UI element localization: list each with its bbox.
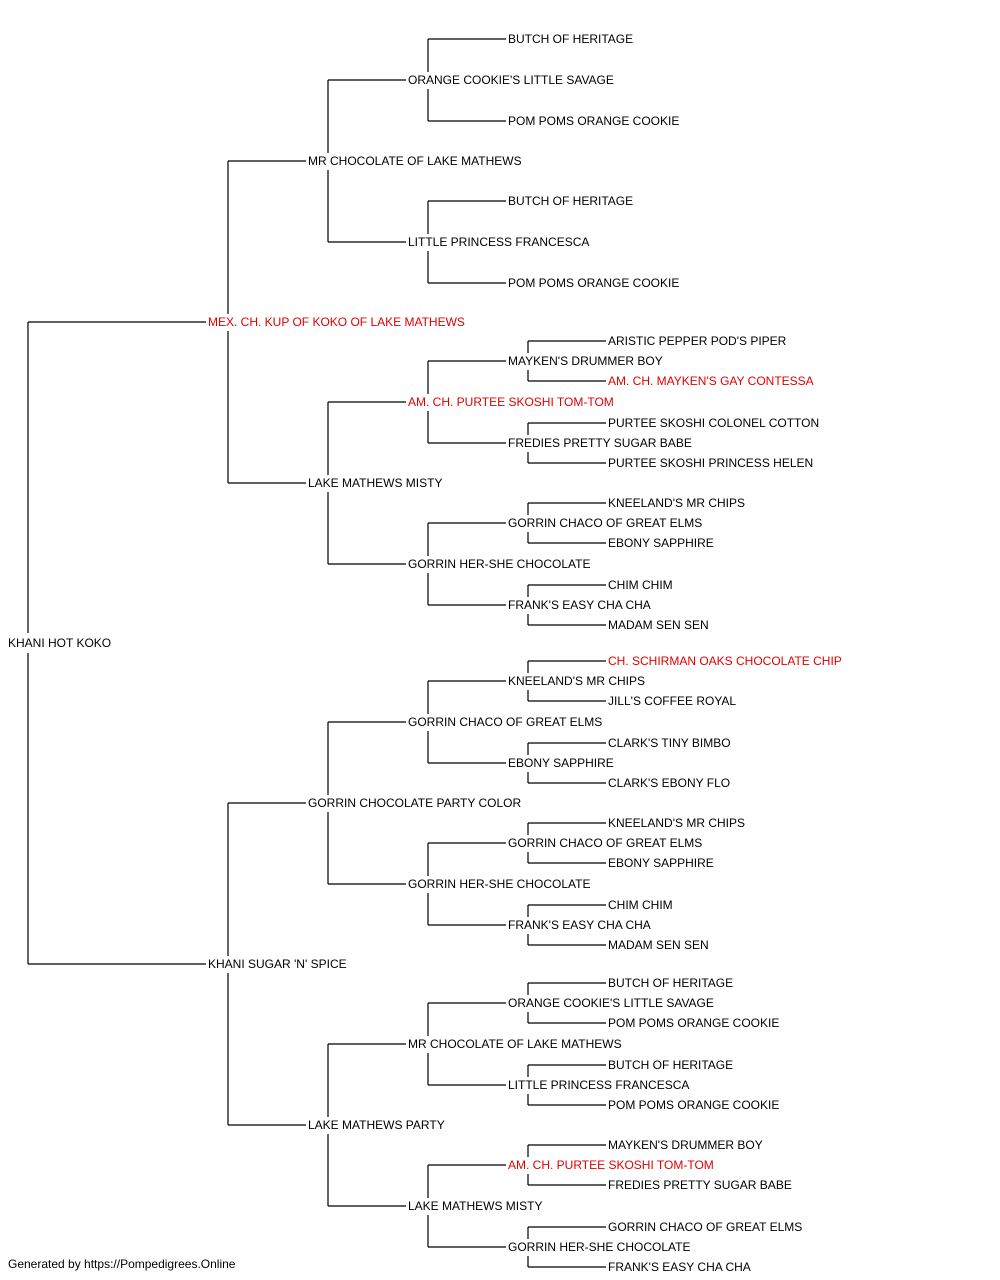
dog-name-gen-2: LAKE MATHEWS MISTY bbox=[308, 476, 442, 490]
dog-name-gen-5: POM POMS ORANGE COOKIE bbox=[608, 1016, 779, 1030]
dog-name-gen-5: GORRIN CHACO OF GREAT ELMS bbox=[608, 1220, 802, 1234]
dog-name-gen-3: ORANGE COOKIE'S LITTLE SAVAGE bbox=[408, 73, 614, 87]
dog-name-gen-3: GORRIN CHACO OF GREAT ELMS bbox=[408, 715, 602, 729]
dog-name-gen-5: FREDIES PRETTY SUGAR BABE bbox=[608, 1178, 792, 1192]
dog-name-gen-4: POM POMS ORANGE COOKIE bbox=[508, 114, 679, 128]
dog-name-gen-5: AM. CH. MAYKEN'S GAY CONTESSA bbox=[608, 374, 814, 388]
dog-name-gen-4: GORRIN CHACO OF GREAT ELMS bbox=[508, 836, 702, 850]
dog-name-gen-5: EBONY SAPPHIRE bbox=[608, 856, 714, 870]
dog-name-gen-5: CHIM CHIM bbox=[608, 578, 673, 592]
dog-name-gen-0: KHANI HOT KOKO bbox=[8, 636, 111, 650]
dog-name-gen-3: AM. CH. PURTEE SKOSHI TOM-TOM bbox=[408, 395, 614, 409]
dog-name-gen-4: EBONY SAPPHIRE bbox=[508, 756, 614, 770]
dog-name-gen-4: POM POMS ORANGE COOKIE bbox=[508, 276, 679, 290]
dog-name-gen-5: CLARK'S TINY BIMBO bbox=[608, 736, 731, 750]
dog-name-gen-5: CHIM CHIM bbox=[608, 898, 673, 912]
dog-name-gen-3: GORRIN HER-SHE CHOCOLATE bbox=[408, 877, 590, 891]
dog-name-gen-4: AM. CH. PURTEE SKOSHI TOM-TOM bbox=[508, 1158, 714, 1172]
dog-name-gen-4: LITTLE PRINCESS FRANCESCA bbox=[508, 1078, 689, 1092]
dog-name-gen-5: PURTEE SKOSHI PRINCESS HELEN bbox=[608, 456, 813, 470]
dog-name-gen-4: GORRIN CHACO OF GREAT ELMS bbox=[508, 516, 702, 530]
dog-name-gen-2: GORRIN CHOCOLATE PARTY COLOR bbox=[308, 796, 521, 810]
dog-name-gen-4: MAYKEN'S DRUMMER BOY bbox=[508, 354, 663, 368]
dog-name-gen-4: KNEELAND'S MR CHIPS bbox=[508, 674, 645, 688]
dog-name-gen-1: MEX. CH. KUP OF KOKO OF LAKE MATHEWS bbox=[208, 315, 465, 329]
footer-credit: Generated by https://Pompedigrees.Online bbox=[8, 1257, 236, 1271]
dog-name-gen-5: MADAM SEN SEN bbox=[608, 938, 709, 952]
dog-name-gen-5: BUTCH OF HERITAGE bbox=[608, 976, 733, 990]
dog-name-gen-4: GORRIN HER-SHE CHOCOLATE bbox=[508, 1240, 690, 1254]
dog-name-gen-2: MR CHOCOLATE OF LAKE MATHEWS bbox=[308, 154, 522, 168]
dog-name-gen-4: FREDIES PRETTY SUGAR BABE bbox=[508, 436, 692, 450]
dog-name-gen-5: CH. SCHIRMAN OAKS CHOCOLATE CHIP bbox=[608, 654, 842, 668]
dog-name-gen-4: FRANK'S EASY CHA CHA bbox=[508, 598, 651, 612]
dog-name-gen-5: MAYKEN'S DRUMMER BOY bbox=[608, 1138, 763, 1152]
dog-name-gen-5: EBONY SAPPHIRE bbox=[608, 536, 714, 550]
dog-name-gen-4: BUTCH OF HERITAGE bbox=[508, 32, 633, 46]
dog-name-gen-5: KNEELAND'S MR CHIPS bbox=[608, 816, 745, 830]
dog-name-gen-1: KHANI SUGAR 'N' SPICE bbox=[208, 957, 347, 971]
dog-name-gen-5: KNEELAND'S MR CHIPS bbox=[608, 496, 745, 510]
dog-name-gen-4: BUTCH OF HERITAGE bbox=[508, 194, 633, 208]
dog-name-gen-5: CLARK'S EBONY FLO bbox=[608, 776, 730, 790]
dog-name-gen-5: MADAM SEN SEN bbox=[608, 618, 709, 632]
dog-name-gen-3: LITTLE PRINCESS FRANCESCA bbox=[408, 235, 589, 249]
dog-name-gen-4: FRANK'S EASY CHA CHA bbox=[508, 918, 651, 932]
dog-name-gen-5: JILL'S COFFEE ROYAL bbox=[608, 694, 736, 708]
dog-name-gen-3: GORRIN HER-SHE CHOCOLATE bbox=[408, 557, 590, 571]
dog-name-gen-5: POM POMS ORANGE COOKIE bbox=[608, 1098, 779, 1112]
dog-name-gen-5: PURTEE SKOSHI COLONEL COTTON bbox=[608, 416, 819, 430]
dog-name-gen-5: ARISTIC PEPPER POD'S PIPER bbox=[608, 334, 787, 348]
dog-name-gen-3: LAKE MATHEWS MISTY bbox=[408, 1199, 542, 1213]
dog-name-gen-2: LAKE MATHEWS PARTY bbox=[308, 1118, 445, 1132]
dog-name-gen-5: BUTCH OF HERITAGE bbox=[608, 1058, 733, 1072]
dog-name-gen-4: ORANGE COOKIE'S LITTLE SAVAGE bbox=[508, 996, 714, 1010]
dog-name-gen-3: MR CHOCOLATE OF LAKE MATHEWS bbox=[408, 1037, 622, 1051]
dog-name-gen-5: FRANK'S EASY CHA CHA bbox=[608, 1260, 751, 1274]
